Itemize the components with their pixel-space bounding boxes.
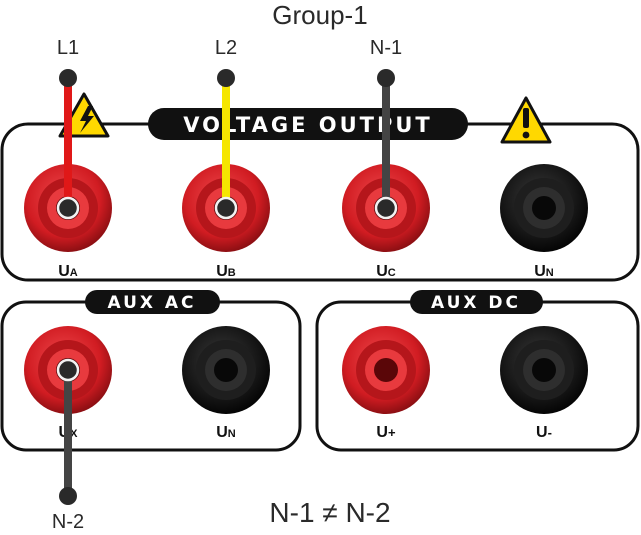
aux-ac-title: AUX AC <box>107 293 196 313</box>
terminal-label-un: UN <box>534 263 554 280</box>
socket-uplus[interactable] <box>342 326 430 414</box>
lead-label-n2: N-2 <box>52 511 84 533</box>
lead-label-l1: L1 <box>57 37 79 59</box>
lead-n2[interactable] <box>56 358 80 505</box>
voltage-output-title: VOLTAGE OUTPUT <box>183 113 432 137</box>
terminal-label-ub: UB <box>216 263 236 280</box>
terminal-label-uminus: U- <box>536 424 552 441</box>
aux-ac-title-pill <box>85 290 220 314</box>
lead-label-l2: L2 <box>215 37 237 59</box>
socket-uminus[interactable] <box>500 326 588 414</box>
neutral-note: N-1 ≠ N-2 <box>269 497 390 528</box>
lead-label-n1: N-1 <box>370 37 402 59</box>
terminal-label-ua: UA <box>58 263 78 280</box>
caution-warning-icon <box>500 96 552 144</box>
group-title: Group-1 <box>272 0 367 30</box>
aux-dc-title: AUX DC <box>431 293 521 313</box>
socket-un-aux[interactable] <box>182 326 270 414</box>
lead-l1[interactable] <box>56 69 80 220</box>
terminal-label-uc: UC <box>376 263 396 280</box>
aux-dc-title-pill <box>410 290 543 314</box>
lead-l2[interactable] <box>214 69 238 220</box>
terminal-label-un-aux: UN <box>216 424 236 441</box>
socket-un[interactable] <box>500 164 588 252</box>
lead-n1[interactable] <box>374 69 398 220</box>
terminal-label-uplus: U+ <box>376 424 396 441</box>
